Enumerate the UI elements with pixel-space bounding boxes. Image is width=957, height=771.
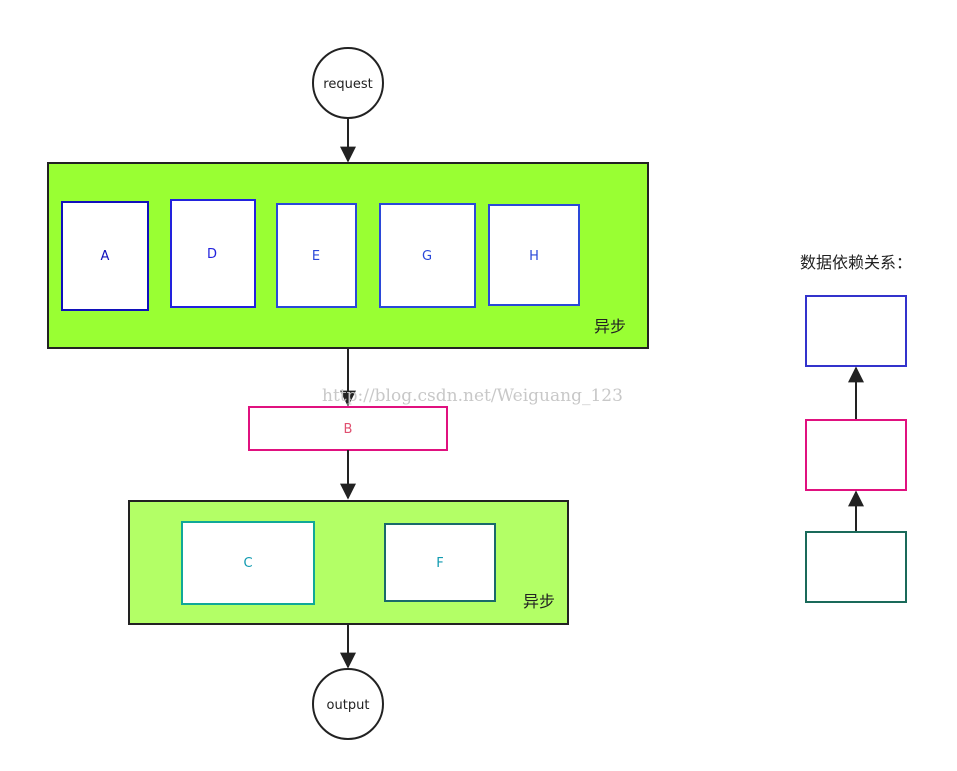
- box-d-label: D: [207, 247, 217, 262]
- box-h: [488, 204, 580, 306]
- box-b: [248, 406, 448, 451]
- box-a-label: A: [101, 249, 110, 264]
- request-label: request: [323, 77, 372, 92]
- box-g-label: G: [422, 249, 432, 264]
- watermark: http://blog.csdn.net/Weiguang_123: [322, 386, 623, 406]
- box-e-label: E: [312, 249, 320, 264]
- box-a: [61, 201, 149, 311]
- box-e: [276, 203, 357, 308]
- box-h-label: H: [529, 249, 539, 264]
- box-c-label: C: [243, 556, 252, 571]
- output-label: output: [327, 698, 370, 713]
- box-c: [181, 521, 315, 605]
- box-d: [170, 199, 256, 308]
- legend-box-middle: [805, 419, 907, 491]
- legend-box-top: [805, 295, 907, 367]
- legend-title: 数据依赖关系：: [800, 253, 912, 272]
- legend-box-bottom: [805, 531, 907, 603]
- output-node: [312, 668, 384, 740]
- box-f: [384, 523, 496, 602]
- async-label-2: 异步: [523, 592, 555, 611]
- async-label-1: 异步: [594, 317, 626, 336]
- box-g: [379, 203, 476, 308]
- box-b-label: B: [344, 422, 353, 437]
- box-f-label: F: [436, 556, 443, 571]
